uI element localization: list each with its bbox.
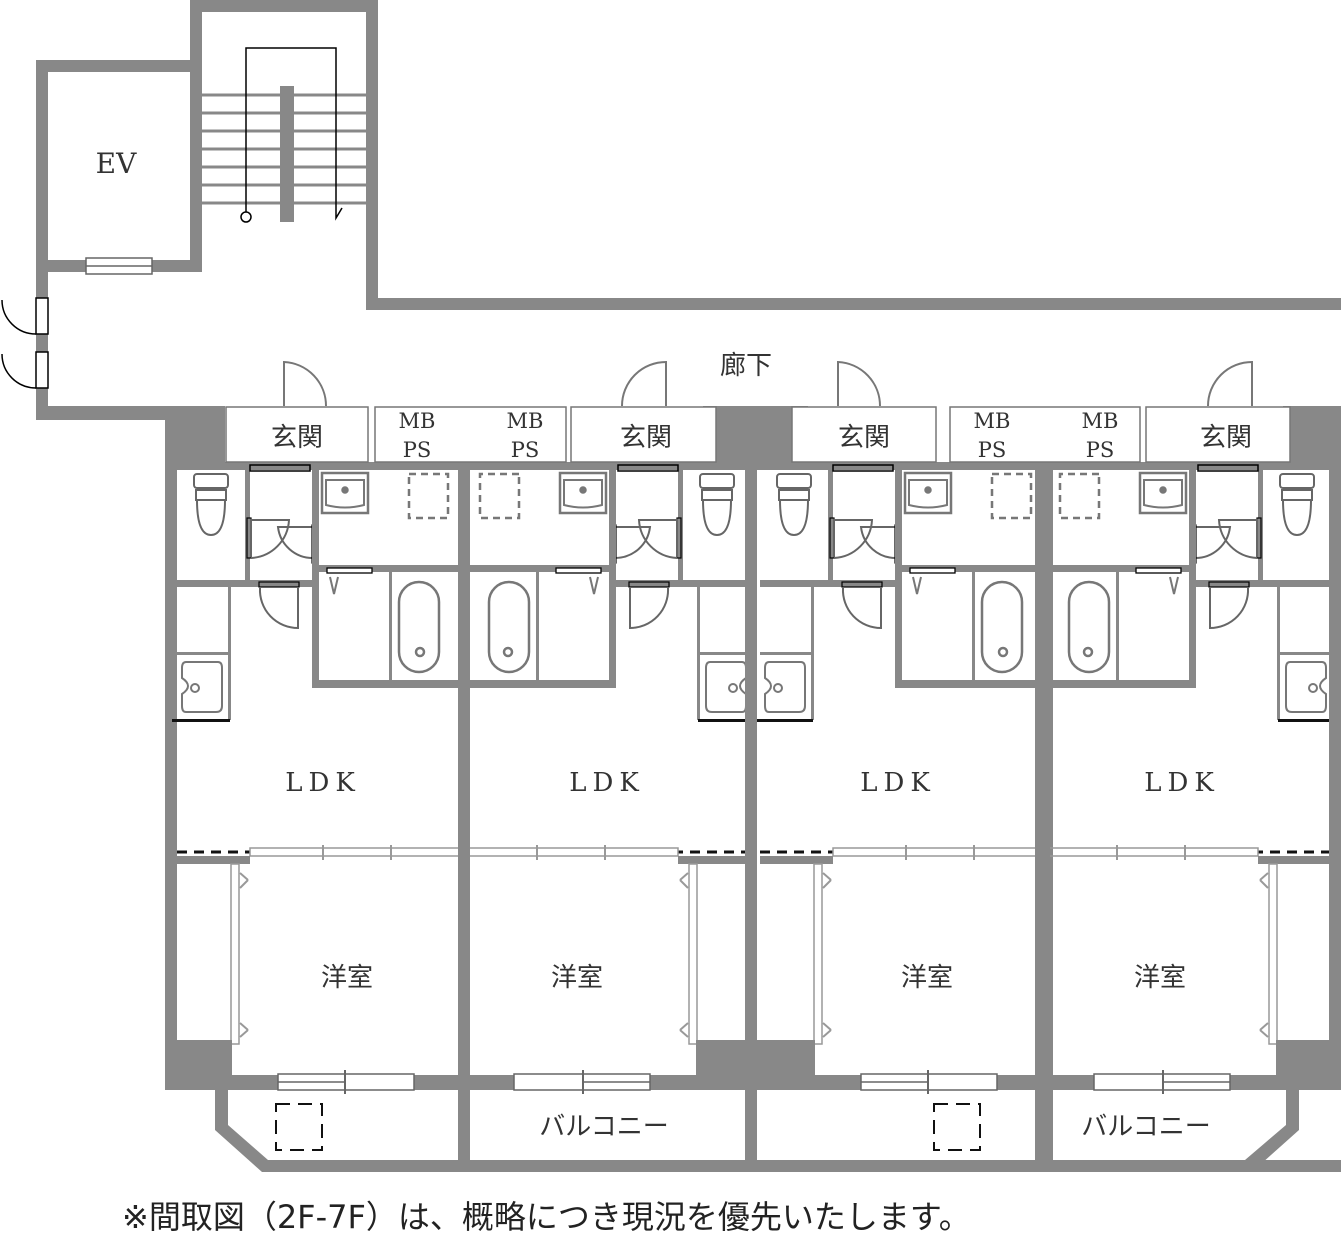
ldk-label: LDK bbox=[569, 768, 645, 798]
ps-label: PS bbox=[1086, 438, 1115, 462]
balcony-walls bbox=[215, 1090, 1341, 1172]
ps-label: PS bbox=[403, 438, 432, 462]
unit-entrance-doors[interactable] bbox=[283, 360, 1253, 407]
balcony-label: バルコニー bbox=[539, 1112, 668, 1142]
mb-label: MB bbox=[974, 409, 1011, 433]
bedroom-label: 洋室 bbox=[1134, 963, 1186, 993]
ev-label: EV bbox=[96, 147, 137, 180]
bedroom-label: 洋室 bbox=[321, 963, 373, 993]
mb-label: MB bbox=[507, 409, 544, 433]
floor-plan-disclaimer: ※間取図（2F-7F）は、概略につき現況を優先いたします。 bbox=[122, 1198, 971, 1236]
entrance-label: 玄関 bbox=[620, 423, 672, 453]
mb-label: MB bbox=[1082, 409, 1119, 433]
bedroom-label: 洋室 bbox=[551, 963, 603, 993]
ldk-label: LDK bbox=[860, 768, 936, 798]
staircase bbox=[202, 47, 366, 223]
bedroom-label: 洋室 bbox=[901, 963, 953, 993]
entrance-label: 玄関 bbox=[838, 423, 890, 453]
ps-label: PS bbox=[511, 438, 540, 462]
building-entry-doors[interactable] bbox=[1, 297, 49, 389]
ldk-label: LDK bbox=[1144, 768, 1220, 798]
corridor-label: 廊下 bbox=[720, 351, 772, 381]
ps-label: PS bbox=[978, 438, 1007, 462]
mb-label: MB bbox=[399, 409, 436, 433]
entrance-label: 玄関 bbox=[271, 423, 323, 453]
balcony-label: バルコニー bbox=[1081, 1112, 1210, 1142]
ldk-label: LDK bbox=[285, 768, 361, 798]
entrance-label: 玄関 bbox=[1200, 423, 1252, 453]
